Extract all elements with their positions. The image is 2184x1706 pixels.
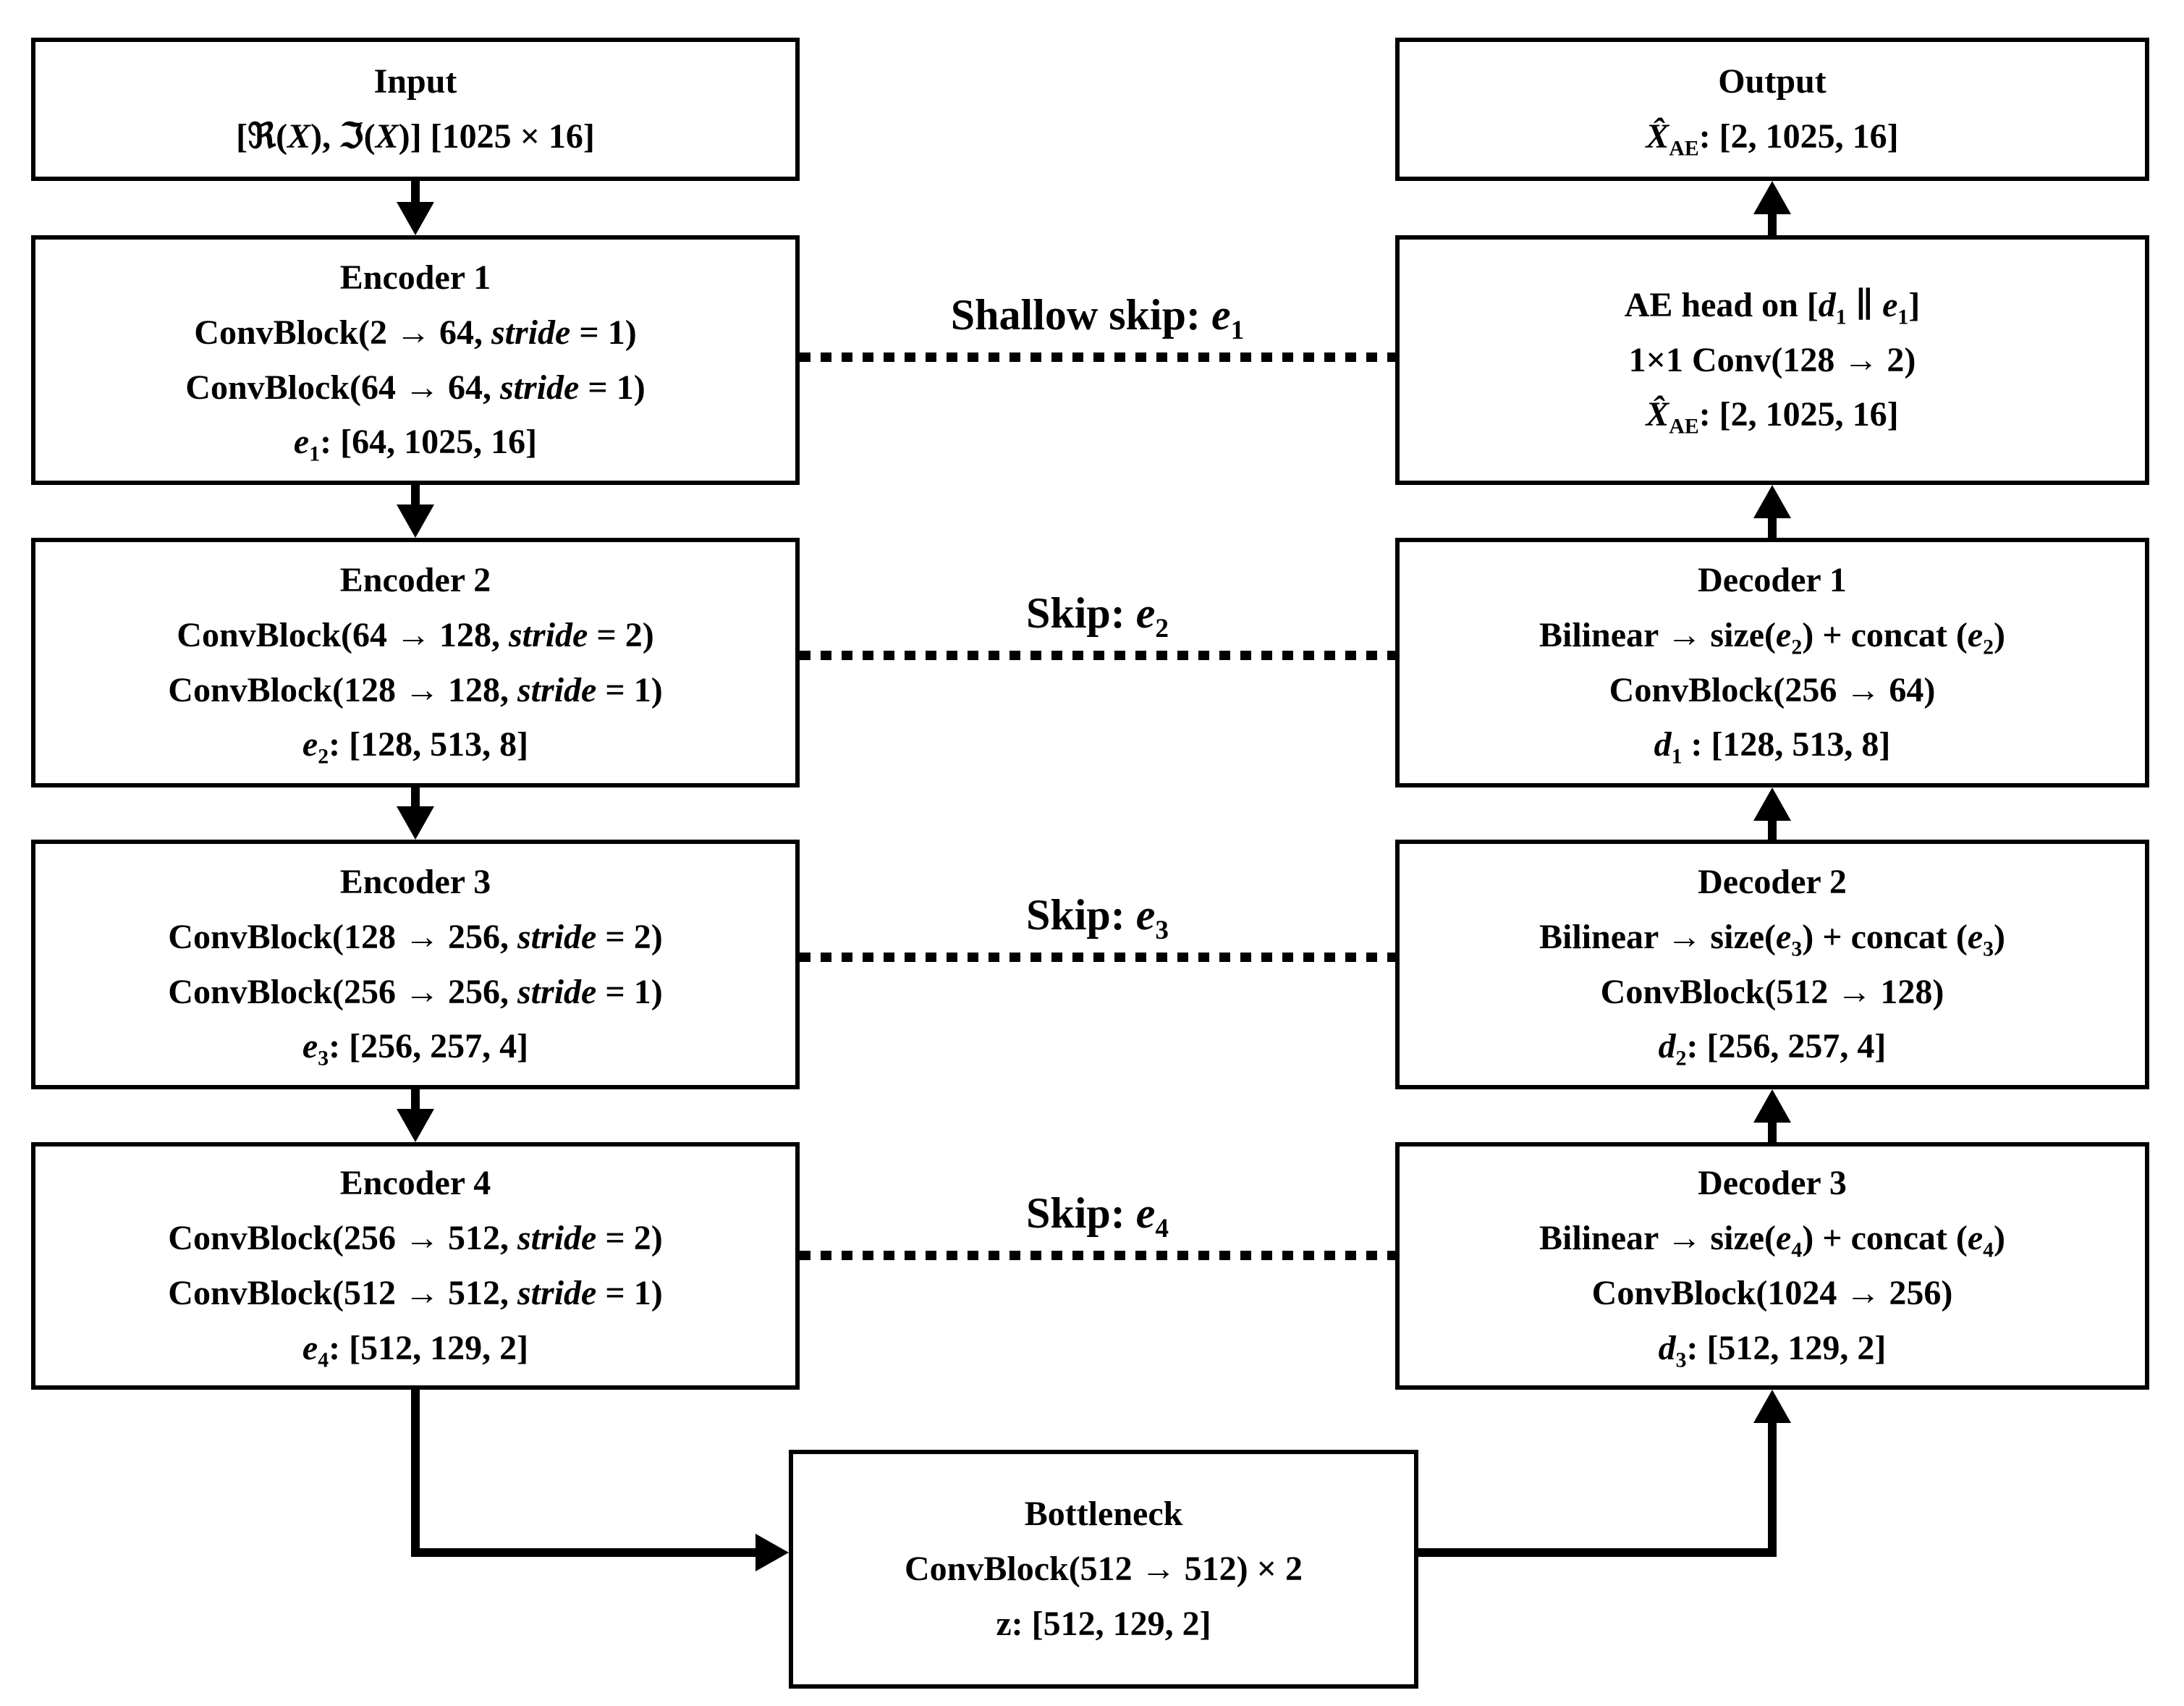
bottleneck-output-shape: z: [512, 129, 2]	[996, 1604, 1211, 1643]
skip-label-e1: Shallow skip: e1	[950, 291, 1245, 345]
arrow-encoder1-encoder2-head	[397, 504, 434, 538]
decoder3-title: Decoder 3	[1698, 1164, 1847, 1203]
arrow-aehead-output-head	[1753, 181, 1791, 214]
arrow-decoder2-decoder1-head	[1753, 787, 1791, 821]
arrow-bottleneck-decoder3-vsegment	[1768, 1420, 1777, 1557]
arrow-input-encoder1-stem	[411, 181, 420, 203]
arrow-decoder3-decoder2-stem	[1768, 1121, 1777, 1142]
arrow-encoder2-encoder3-stem	[411, 787, 420, 808]
arrow-encoder3-encoder4-head	[397, 1109, 434, 1142]
encoder3-box: Encoder 3 ConvBlock(128 → 256, stride = …	[31, 840, 800, 1089]
arrow-encoder2-encoder3-head	[397, 806, 434, 840]
ae-head-conv: 1×1 Conv(128 → 2)	[1628, 340, 1916, 379]
arrow-encoder4-bottleneck-head	[755, 1534, 789, 1571]
bottleneck-convblock: ConvBlock(512 → 512) × 2	[904, 1550, 1303, 1589]
arrow-encoder4-bottleneck-vsegment	[411, 1390, 420, 1557]
encoder2-convblock-1: ConvBlock(64 → 128, stride = 2)	[177, 615, 654, 654]
skip-label-e4: Skip: e4	[1026, 1189, 1169, 1243]
skip-line-e1	[800, 352, 1395, 362]
encoder4-output-shape: e4: [512, 129, 2]	[302, 1328, 529, 1372]
decoder1-bilinear: Bilinear → size(e2) + concat (e2)	[1538, 615, 2006, 659]
skip-line-e2	[800, 651, 1395, 660]
ae-head-output-shape: X̂AE: [2, 1025, 16]	[1646, 395, 1899, 439]
encoder4-convblock-1: ConvBlock(256 → 512, stride = 2)	[168, 1219, 663, 1258]
arrow-decoder2-decoder1-stem	[1768, 819, 1777, 840]
decoder3-output-shape: d3: [512, 129, 2]	[1658, 1328, 1887, 1372]
encoder2-convblock-2: ConvBlock(128 → 128, stride = 1)	[168, 670, 663, 709]
input-title: Input	[373, 62, 457, 101]
input-shape: [ℜ(X), ℑ(X)] [1025 × 16]	[236, 117, 595, 156]
output-title: Output	[1718, 62, 1827, 101]
decoder1-title: Decoder 1	[1698, 560, 1847, 599]
encoder2-title: Encoder 2	[339, 560, 491, 599]
arrow-decoder1-aehead-head	[1753, 485, 1791, 518]
arrow-decoder1-aehead-stem	[1768, 517, 1777, 538]
ae-head-title: AE head on [d1 ∥ e1]	[1624, 285, 1921, 329]
output-shape: X̂AE: [2, 1025, 16]	[1646, 117, 1899, 161]
decoder3-convblock: ConvBlock(1024 → 256)	[1591, 1274, 1953, 1312]
decoder1-convblock: ConvBlock(256 → 64)	[1609, 670, 1936, 709]
skip-label-e2: Skip: e2	[1026, 589, 1169, 643]
bottleneck-title: Bottleneck	[1024, 1495, 1183, 1534]
encoder1-convblock-2: ConvBlock(64 → 64, stride = 1)	[185, 368, 646, 407]
decoder2-title: Decoder 2	[1698, 862, 1847, 901]
encoder1-convblock-1: ConvBlock(2 → 64, stride = 1)	[194, 313, 637, 352]
arrow-input-encoder1-head	[397, 202, 434, 235]
encoder4-box: Encoder 4 ConvBlock(256 → 512, stride = …	[31, 1142, 800, 1390]
decoder2-output-shape: d2: [256, 257, 4]	[1658, 1027, 1887, 1071]
encoder3-convblock-2: ConvBlock(256 → 256, stride = 1)	[168, 972, 663, 1011]
arrow-aehead-output-stem	[1768, 213, 1777, 235]
arrow-encoder4-bottleneck-hsegment	[411, 1548, 755, 1557]
arrow-encoder1-encoder2-stem	[411, 485, 420, 506]
arrow-bottleneck-decoder3-head	[1753, 1390, 1791, 1423]
bottleneck-box: Bottleneck ConvBlock(512 → 512) × 2 z: […	[789, 1450, 1418, 1689]
arrow-encoder3-encoder4-stem	[411, 1089, 420, 1110]
encoder1-output-shape: e1: [64, 1025, 16]	[293, 423, 538, 466]
skip-line-e4	[800, 1251, 1395, 1260]
decoder3-box: Decoder 3 Bilinear → size(e4) + concat (…	[1395, 1142, 2149, 1390]
encoder3-convblock-1: ConvBlock(128 → 256, stride = 2)	[168, 917, 663, 956]
decoder1-output-shape: d1 : [128, 513, 8]	[1654, 725, 1891, 769]
encoder4-convblock-2: ConvBlock(512 → 512, stride = 1)	[168, 1274, 663, 1312]
decoder2-box: Decoder 2 Bilinear → size(e3) + concat (…	[1395, 840, 2149, 1089]
skip-line-e3	[800, 953, 1395, 962]
decoder2-bilinear: Bilinear → size(e3) + concat (e3)	[1538, 917, 2006, 961]
input-box: Input [ℜ(X), ℑ(X)] [1025 × 16]	[31, 38, 800, 181]
skip-label-e3: Skip: e3	[1026, 891, 1169, 945]
arrow-bottleneck-decoder3-hsegment	[1418, 1548, 1777, 1557]
encoder1-box: Encoder 1 ConvBlock(2 → 64, stride = 1) …	[31, 235, 800, 485]
ae-head-box: AE head on [d1 ∥ e1] 1×1 Conv(128 → 2) X…	[1395, 235, 2149, 485]
encoder3-output-shape: e3: [256, 257, 4]	[302, 1027, 529, 1071]
output-box: Output X̂AE: [2, 1025, 16]	[1395, 38, 2149, 181]
decoder2-convblock: ConvBlock(512 → 128)	[1600, 972, 1944, 1011]
encoder2-box: Encoder 2 ConvBlock(64 → 128, stride = 2…	[31, 538, 800, 787]
decoder3-bilinear: Bilinear → size(e4) + concat (e4)	[1538, 1219, 2006, 1262]
encoder3-title: Encoder 3	[339, 862, 491, 901]
encoder2-output-shape: e2: [128, 513, 8]	[302, 725, 529, 769]
encoder1-title: Encoder 1	[339, 258, 491, 297]
encoder4-title: Encoder 4	[339, 1164, 491, 1203]
arrow-decoder3-decoder2-head	[1753, 1089, 1791, 1123]
decoder1-box: Decoder 1 Bilinear → size(e2) + concat (…	[1395, 538, 2149, 787]
